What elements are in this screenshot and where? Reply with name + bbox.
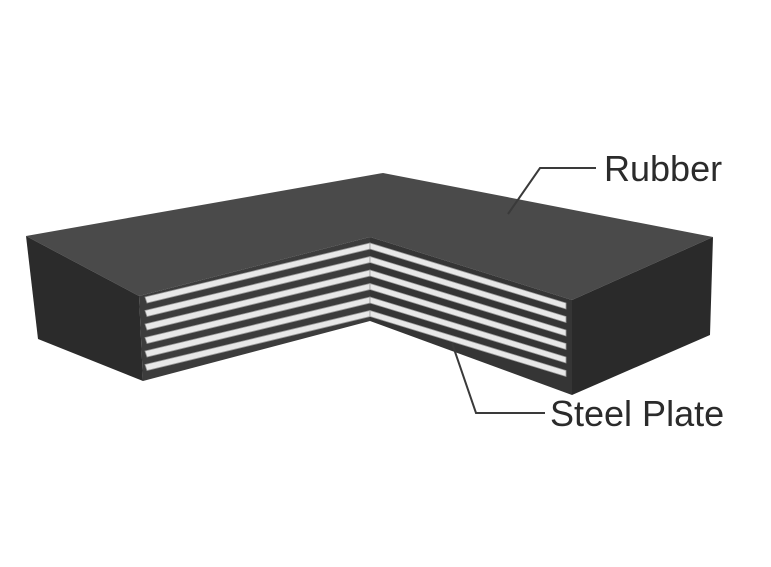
- steel-plate-right-6: [369, 309, 567, 378]
- steel-plate-right-3: [369, 269, 567, 337]
- rubber-right-end-face: [572, 237, 713, 395]
- steel-plate-label: Steel Plate: [550, 393, 724, 434]
- rubber-top-face: [26, 173, 713, 300]
- steel-plate-right-2: [369, 255, 567, 324]
- steel-plate-leader-line: [451, 342, 545, 414]
- steel-plate-right-4: [369, 282, 567, 351]
- rubber-left-end-face: [26, 236, 143, 381]
- rubber-leader-line: [507, 167, 596, 215]
- rubber-label: Rubber: [604, 148, 722, 189]
- steel-plate-right-5: [369, 296, 567, 364]
- steel-plate-right-1: [369, 242, 567, 310]
- steel-plates: [144, 242, 567, 378]
